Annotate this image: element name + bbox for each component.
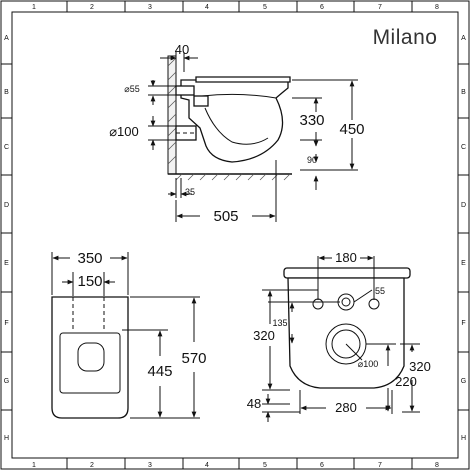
grid-row-label: G — [461, 378, 466, 385]
grid-col-label: 1 — [32, 462, 36, 469]
grid-col-label: 7 — [378, 462, 382, 469]
grid-row-label: H — [461, 435, 466, 442]
grid-row-label: G — [4, 378, 9, 385]
grid-col-label: 8 — [435, 462, 439, 469]
dim-total-height: 450 — [339, 121, 364, 138]
dim-base-width: 280 — [335, 400, 357, 415]
dim-right-height: 320 — [409, 359, 431, 374]
floor-hatching — [175, 173, 291, 181]
top-view: 350 150 445 570 — [51, 250, 207, 419]
grid-col-label: 4 — [205, 4, 209, 11]
dim-outlet-diameter: ⌀100 — [109, 124, 139, 139]
grid-row-label: C — [461, 144, 466, 151]
seat-back-edge — [283, 267, 411, 279]
grid-row-label: E — [4, 260, 9, 267]
bowl-inner-line — [204, 107, 269, 145]
grid-row-label: F — [4, 320, 8, 327]
toilet-seat — [195, 76, 291, 83]
grid-row-label: A — [4, 35, 9, 42]
grid-row-label: H — [4, 435, 9, 442]
grid-col-label: 6 — [320, 462, 324, 469]
brand-logo: Milano — [373, 26, 438, 49]
grid-col-label: 5 — [263, 462, 267, 469]
grid-row-label: D — [461, 202, 466, 209]
back-view: 180 55 135 320 ⌀100 320 220 48 — [247, 250, 431, 422]
dim-left-height: 320 — [253, 328, 275, 343]
dim-outlet-height: 220 — [395, 374, 417, 389]
grid-col-label: 2 — [90, 4, 94, 11]
toilet-back-outline — [287, 277, 405, 389]
grid-col-label: 5 — [263, 4, 267, 11]
side-view: 40 ⌀55 ⌀100 330 450 90 35 — [109, 42, 364, 225]
dim-width: 350 — [77, 250, 102, 267]
dim-wall-gap: 40 — [175, 42, 189, 57]
dim-inlet-diameter: ⌀55 — [124, 84, 139, 94]
toilet-top-outline — [51, 296, 129, 419]
grid-col-label: 2 — [90, 462, 94, 469]
bowl-rim — [59, 332, 121, 394]
dim-projection-offset: 35 — [185, 187, 195, 197]
grid-row-label: D — [4, 202, 9, 209]
grid-col-label: 3 — [148, 4, 152, 11]
dim-fixing-spacing: 180 — [335, 250, 357, 265]
grid-col-label: 6 — [320, 4, 324, 11]
dim-outlet-height: 330 — [299, 112, 324, 129]
grid-row-label: B — [461, 89, 466, 96]
grid-row-label: A — [461, 35, 466, 42]
grid-col-label: 1 — [32, 4, 36, 11]
grid-col-label: 7 — [378, 4, 382, 11]
dim-floor-offset: 48 — [247, 396, 261, 411]
dim-outlet-diameter: ⌀100 — [358, 359, 378, 369]
grid-row-label: E — [461, 260, 466, 267]
grid-row-label: C — [4, 144, 9, 151]
inlet-connector — [193, 95, 209, 107]
dim-floor-clearance: 90 — [307, 155, 317, 165]
grid-col-label: 3 — [148, 462, 152, 469]
grid-col-label: 8 — [435, 4, 439, 11]
grid-row-label: B — [4, 89, 9, 96]
dim-length: 570 — [181, 350, 206, 367]
water-inlet-pipe — [175, 85, 195, 96]
wall-hatching — [167, 57, 177, 165]
toilet-side-profile — [180, 79, 289, 163]
dim-inner-length: 445 — [147, 363, 172, 380]
dim-inlet-height: 135 — [272, 318, 287, 328]
bowl-opening — [77, 342, 105, 372]
grid-col-label: 4 — [205, 462, 209, 469]
dim-inner-width: 150 — [77, 273, 102, 290]
dim-projection: 505 — [213, 208, 238, 225]
dim-inlet-diameter: 55 — [375, 286, 385, 296]
grid-row-label: F — [461, 320, 465, 327]
